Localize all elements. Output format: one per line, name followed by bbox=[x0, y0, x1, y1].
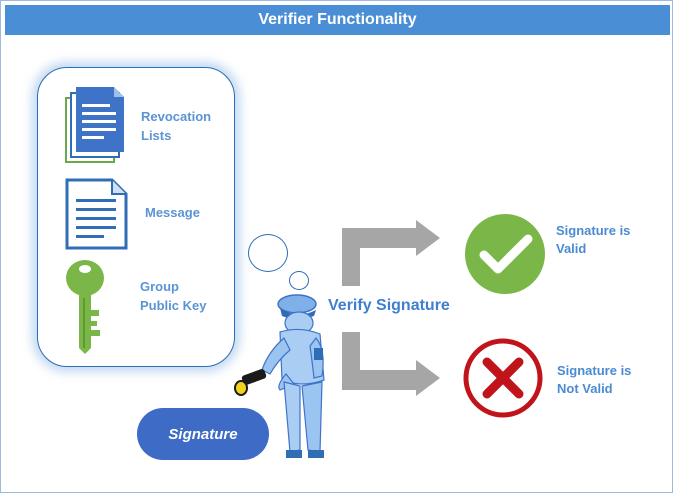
arrow-to-valid bbox=[342, 220, 440, 286]
checkmark-icon bbox=[465, 214, 545, 294]
diagram-title: Verifier Functionality bbox=[5, 5, 670, 35]
signature-pill: Signature bbox=[137, 408, 269, 460]
signature-valid-label: Signature is Valid bbox=[556, 223, 631, 256]
message-document-icon bbox=[65, 178, 128, 250]
thought-bubble-large bbox=[248, 234, 288, 272]
cross-icon bbox=[463, 338, 543, 418]
arrow-to-not-valid bbox=[342, 332, 440, 396]
message-label: Message bbox=[145, 205, 200, 220]
verifier-guard-figure bbox=[234, 294, 325, 458]
thought-bubble-small bbox=[289, 271, 309, 290]
signature-not-valid-label: Signature is Not Valid bbox=[557, 363, 632, 396]
document-stack-icon bbox=[65, 87, 124, 163]
group-public-key-label: Group Public Key bbox=[140, 279, 207, 313]
revocation-lists-label: Revocation Lists bbox=[141, 109, 212, 143]
verify-signature-label: Verify Signature bbox=[328, 297, 450, 314]
key-icon bbox=[66, 260, 104, 354]
